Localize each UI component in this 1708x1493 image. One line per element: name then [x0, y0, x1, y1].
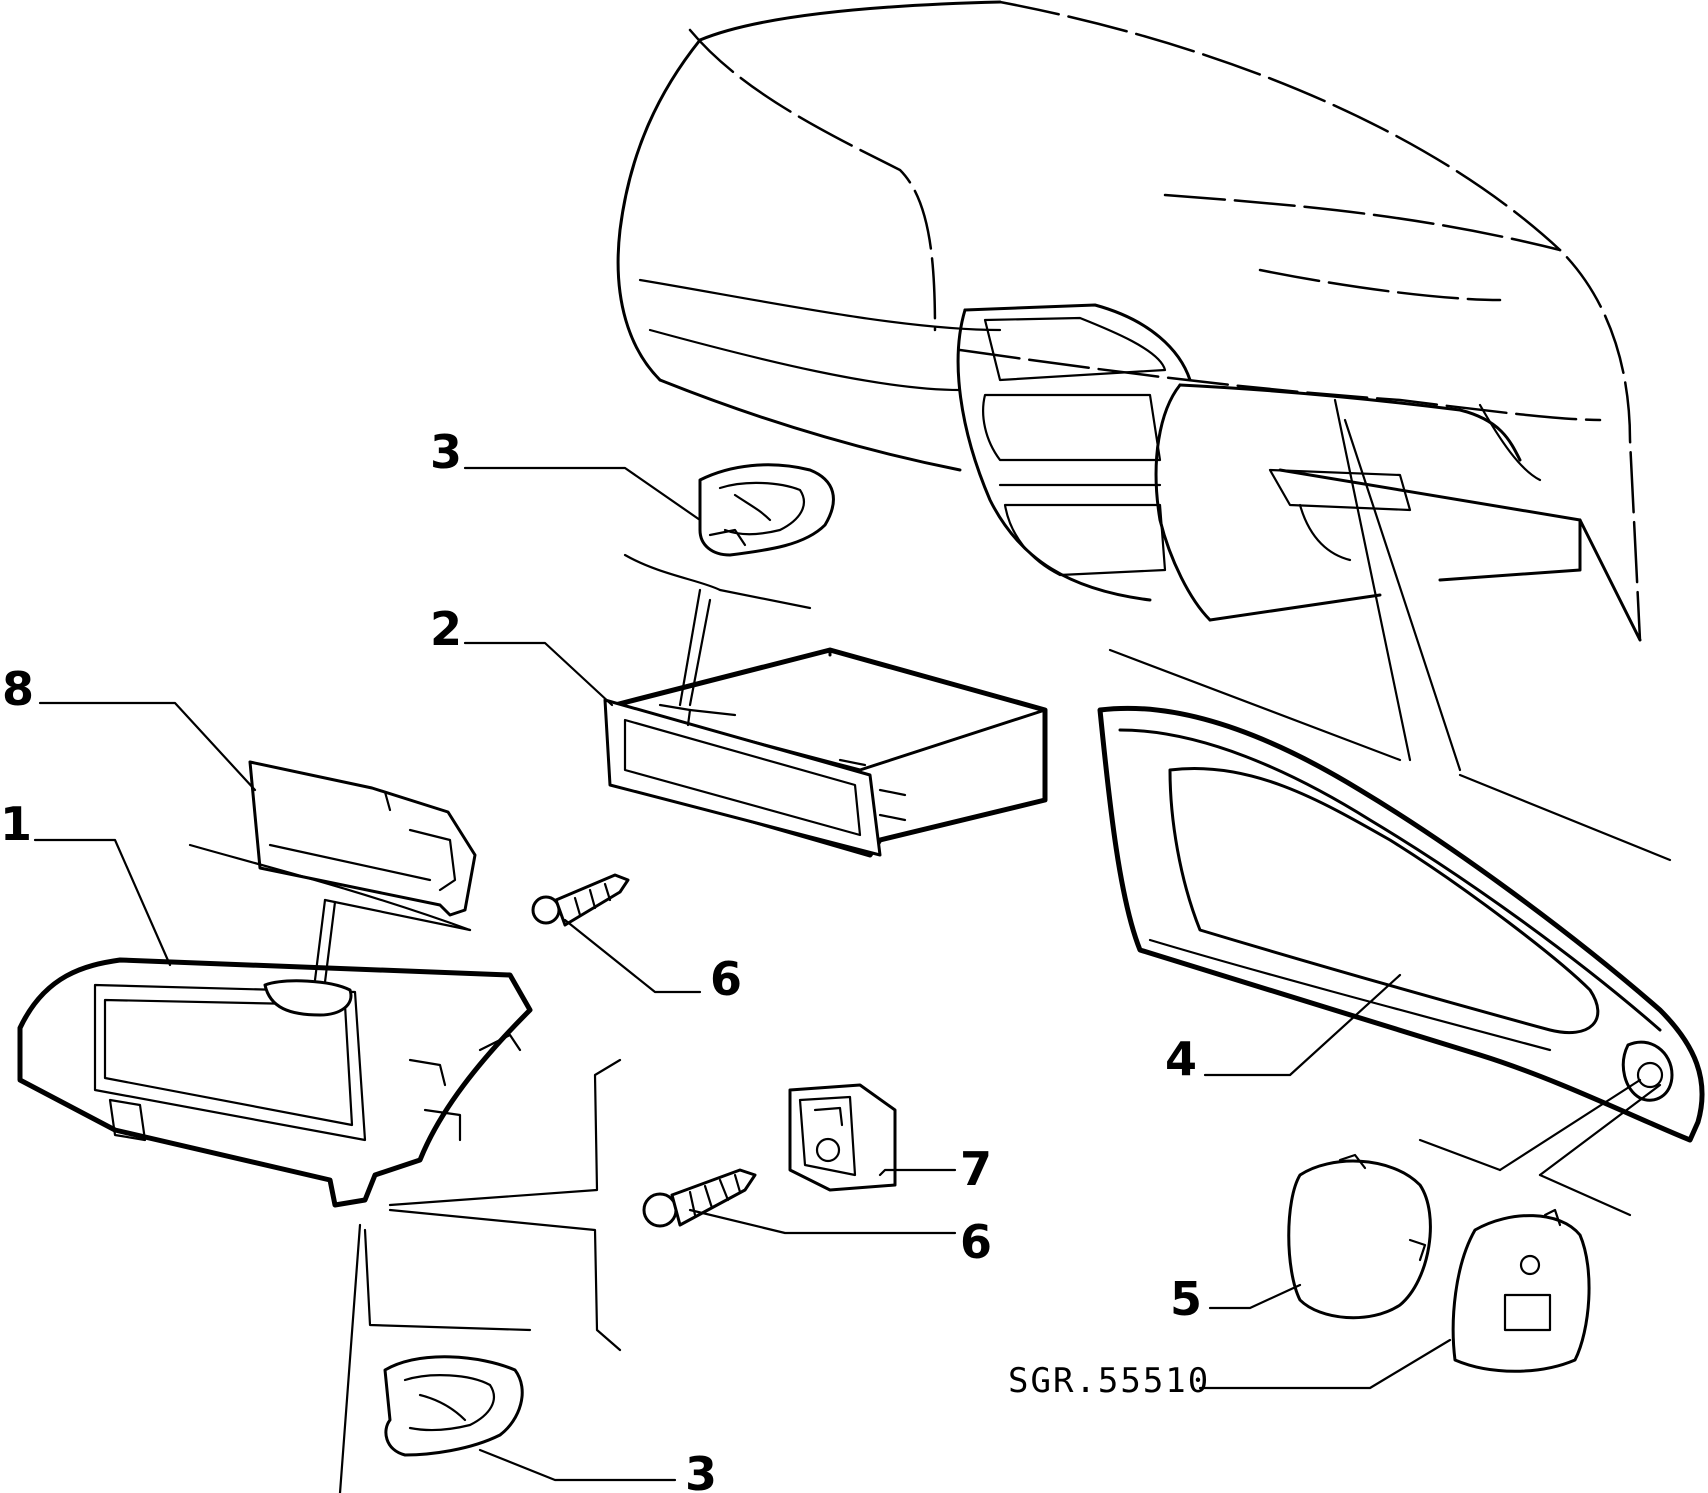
part-3-clip-bottom	[383, 1355, 524, 1457]
part-3-clip-top	[698, 463, 835, 557]
callout-7: 7	[960, 1142, 992, 1196]
part-6-screw-upper	[531, 873, 630, 927]
assembly-guide-lines	[188, 843, 622, 1493]
dashboard-outline	[616, 0, 1642, 642]
reference-code: SGR.55510	[1008, 1361, 1210, 1401]
callout-3-bottom: 3	[685, 1447, 717, 1493]
part-8-adapter	[248, 760, 477, 917]
part-4-bezel	[1097, 705, 1705, 1143]
callout-6-lower: 6	[960, 1215, 992, 1269]
callout-2: 2	[430, 602, 462, 656]
callout-leader-lines	[33, 466, 1452, 1482]
leader-clip-top-to-cage	[623, 553, 812, 707]
callout-6-upper: 6	[710, 952, 742, 1006]
part-1-housing	[17, 957, 533, 1208]
callout-1: 1	[0, 797, 32, 851]
part-5-round-cover	[1287, 1153, 1432, 1320]
part-7-nut-clip	[788, 1083, 897, 1192]
callout-8: 8	[2, 662, 34, 716]
leader-dashboard-to-bezel	[1108, 398, 1672, 1217]
callout-5: 5	[1170, 1272, 1202, 1326]
callout-3-top: 3	[430, 425, 462, 479]
part-switch-plate	[1451, 1208, 1591, 1373]
part-2-radio-cage	[603, 647, 1048, 858]
callout-4: 4	[1165, 1032, 1197, 1086]
part-6-screw-lower	[642, 1168, 757, 1228]
